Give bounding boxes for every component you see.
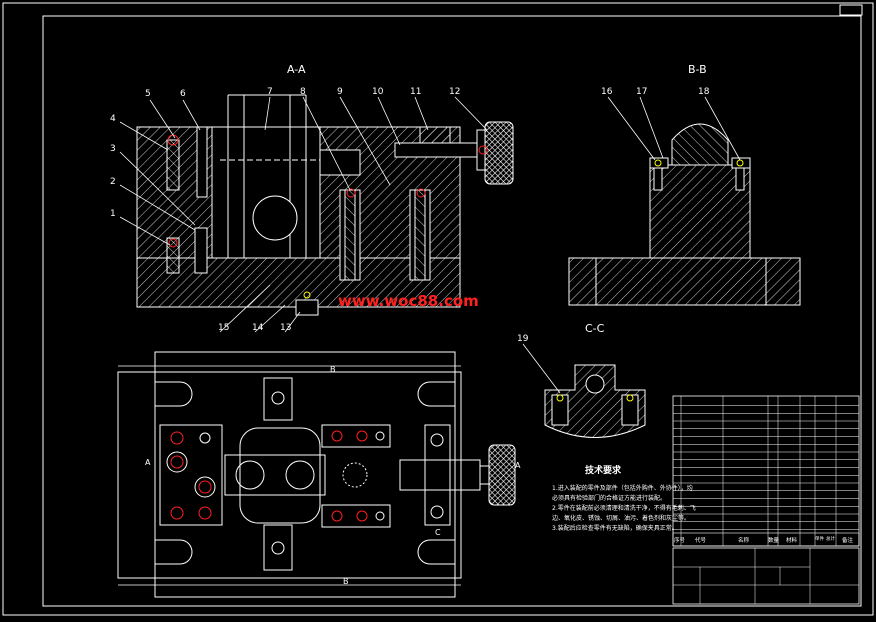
dim-label-top: B [330, 365, 336, 374]
aa-part-9: 9 [337, 87, 343, 97]
bb-part-18: 18 [698, 87, 710, 97]
bom-header-total: 总计 [826, 535, 835, 542]
view-label-aa: A-A [287, 63, 306, 76]
tech-req-title: 技术要求 [585, 464, 622, 476]
tech-requirements: 技术要求 1.进入装配的零件及部件（包括外购件、外协件），均 必须具有检验部门的… [552, 464, 696, 532]
bb-part-16: 16 [601, 87, 613, 97]
aa-part-14: 14 [252, 323, 264, 333]
bom-header-material: 材料 [786, 536, 798, 544]
cc-part-19: 19 [517, 334, 529, 344]
aa-part-5: 5 [145, 89, 151, 99]
tech-req-line-3: 2.零件在装配前必须清理和清洗干净，不得有毛刺、飞 [552, 504, 696, 512]
view-label-cc: C-C [585, 322, 605, 335]
dim-label-right: A [515, 461, 521, 470]
bom-header-note: 备注 [842, 536, 854, 544]
dim-label-bottom: B [343, 577, 349, 586]
aa-part-7: 7 [267, 87, 273, 97]
aa-bore [252, 195, 298, 241]
aa-part-8: 8 [300, 87, 306, 97]
aa-part-11: 11 [410, 87, 421, 97]
aa-part-4: 4 [110, 114, 116, 124]
section-view-aa: A-A [110, 63, 514, 333]
tech-req-line-5: 3.装配后应检查零件有无缺陷，确保夹具正常。 [552, 524, 678, 532]
bb-base [568, 257, 801, 306]
plan-center-body [239, 427, 321, 524]
view-label-bb: B-B [688, 63, 707, 76]
title-block [672, 547, 860, 605]
tech-req-line-4: 边、氧化皮、锈蚀、切屑、油污、着色剂和灰尘等。 [552, 514, 690, 522]
bb-block [649, 164, 751, 259]
cc-section [544, 364, 646, 438]
watermark: www.woc88.com [338, 292, 479, 310]
section-view-cc: C-C 19 [517, 322, 646, 438]
bom-header-code: 代号 [695, 536, 707, 544]
bom-header-unit: 单件 [815, 535, 824, 542]
aa-part-2: 2 [110, 177, 116, 187]
bom-header-name: 名称 [738, 536, 750, 544]
aa-knob [484, 121, 514, 185]
aa-part-3: 3 [110, 144, 116, 154]
aa-part-15: 15 [218, 323, 229, 333]
aa-part-6: 6 [180, 89, 186, 99]
aa-part-13: 13 [280, 323, 291, 333]
aa-part-12: 12 [449, 87, 460, 97]
aa-part-1: 1 [110, 209, 116, 219]
corner-box [839, 4, 863, 16]
tech-req-line-1: 1.进入装配的零件及部件（包括外购件、外协件），均 [552, 484, 693, 492]
aa-part-10: 10 [372, 87, 384, 97]
dim-label-c: C [435, 528, 441, 537]
bom-header-no: 序号 [674, 536, 686, 544]
section-view-bb: B-B 16 17 18 [568, 63, 801, 306]
plan-view: B B A A C [117, 351, 521, 598]
plan-base [154, 351, 456, 598]
bb-part-17: 17 [636, 87, 647, 97]
parts-list: 序号 代号 名称 数量 材料 单件 总计 备注 [672, 395, 860, 605]
aa-lead-screw [394, 142, 486, 158]
dim-label-left: A [145, 458, 151, 467]
bb-v-block [671, 123, 729, 166]
bom-header-qty: 数量 [768, 536, 780, 544]
plan-knob [488, 444, 516, 506]
tech-req-line-2: 必须具有检验部门的合格证方能进行装配。 [552, 494, 666, 502]
inner-frame [42, 15, 862, 607]
